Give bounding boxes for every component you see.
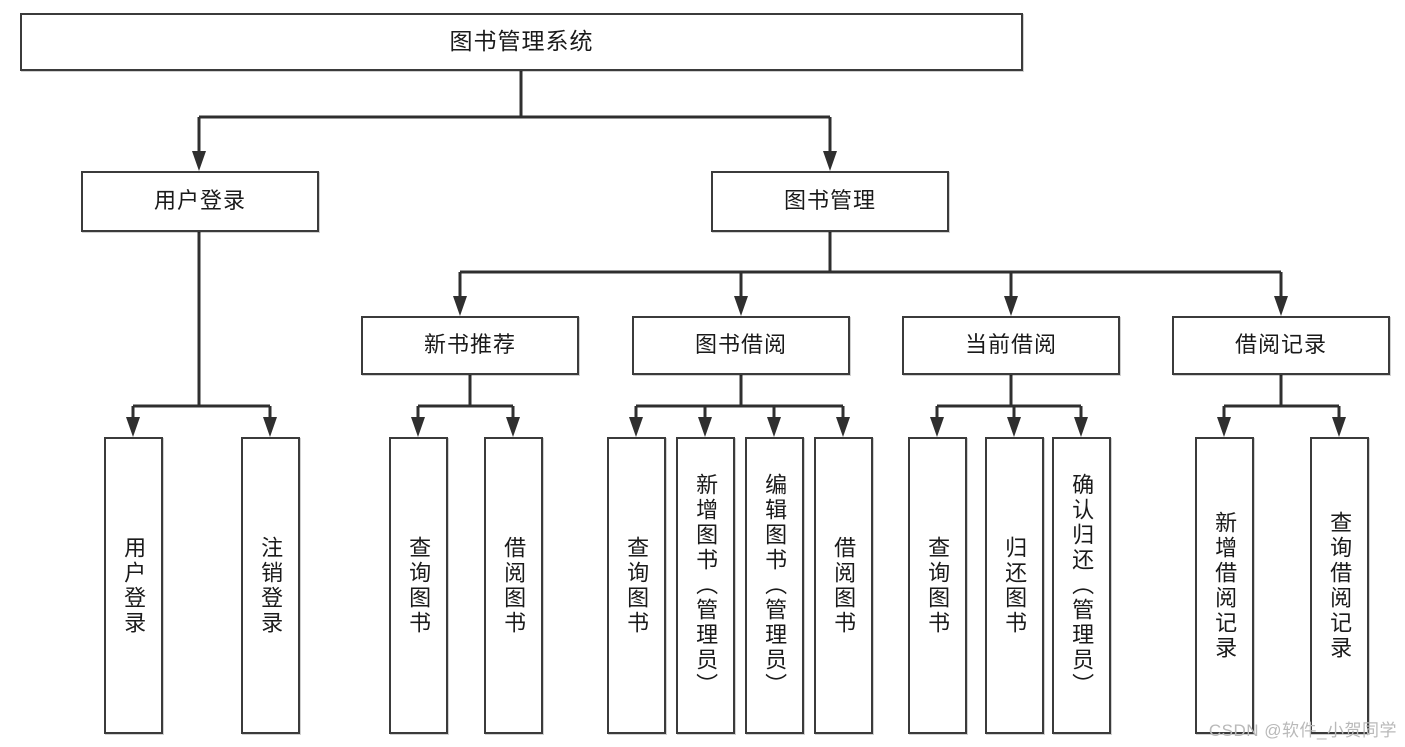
arrowhead-icon (411, 417, 425, 437)
arrowhead-icon (506, 417, 520, 437)
arrowhead-icon (698, 417, 712, 437)
node-book-manage[interactable]: 图书管理 (711, 171, 949, 232)
arrowhead-icon (930, 417, 944, 437)
arrowhead-icon (767, 417, 781, 437)
node-leaf-confirm-return[interactable]: 确认归还（管理员） (1052, 437, 1111, 734)
node-leaf-add-book[interactable]: 新增图书（管理员） (676, 437, 735, 734)
arrowhead-icon (1007, 417, 1021, 437)
node-label: 查询借阅记录 (1327, 510, 1353, 661)
node-leaf-user-logout[interactable]: 注销登录 (241, 437, 300, 734)
arrowhead-icon (823, 151, 837, 171)
node-label: 用户登录 (121, 535, 147, 636)
node-current-borrow[interactable]: 当前借阅 (902, 316, 1120, 375)
node-leaf-query-book-bb[interactable]: 查询图书 (607, 437, 666, 734)
arrowhead-icon (1004, 296, 1018, 316)
node-label: 确认归还（管理员） (1069, 473, 1095, 698)
node-label: 借阅图书 (831, 535, 857, 636)
node-label: 查询图书 (925, 535, 951, 636)
arrowhead-icon (1332, 417, 1346, 437)
node-label: 新增图书（管理员） (693, 473, 719, 698)
arrowhead-icon (1074, 417, 1088, 437)
node-label: 图书管理 (783, 188, 876, 214)
node-label: 新增借阅记录 (1212, 510, 1238, 661)
arrowhead-icon (836, 417, 850, 437)
node-leaf-user-login[interactable]: 用户登录 (104, 437, 163, 734)
node-user-login[interactable]: 用户登录 (81, 171, 319, 232)
node-leaf-query-record[interactable]: 查询借阅记录 (1310, 437, 1369, 734)
arrowhead-icon (263, 417, 277, 437)
arrowhead-icon (629, 417, 643, 437)
node-label: 借阅记录 (1234, 332, 1327, 358)
arrowhead-icon (192, 151, 206, 171)
node-label: 图书管理系统 (449, 28, 594, 55)
arrowhead-icon (1217, 417, 1231, 437)
node-label: 当前借阅 (964, 332, 1057, 358)
node-label: 编辑图书（管理员） (762, 473, 788, 698)
arrowhead-icon (734, 296, 748, 316)
node-borrow-record[interactable]: 借阅记录 (1172, 316, 1390, 375)
node-label: 归还图书 (1002, 535, 1028, 636)
node-leaf-query-book-nb[interactable]: 查询图书 (389, 437, 448, 734)
node-leaf-query-book-cb[interactable]: 查询图书 (908, 437, 967, 734)
arrowhead-icon (453, 296, 467, 316)
node-label: 图书借阅 (694, 332, 787, 358)
node-root[interactable]: 图书管理系统 (20, 13, 1023, 71)
arrowhead-icon (1274, 296, 1288, 316)
node-leaf-return-book[interactable]: 归还图书 (985, 437, 1044, 734)
node-label: 新书推荐 (423, 332, 516, 358)
node-book-borrow[interactable]: 图书借阅 (632, 316, 850, 375)
watermark-text: CSDN @软件_小贺同学 (1208, 721, 1397, 740)
node-leaf-borrow-book-bb[interactable]: 借阅图书 (814, 437, 873, 734)
node-leaf-borrow-book-nb[interactable]: 借阅图书 (484, 437, 543, 734)
node-label: 借阅图书 (501, 535, 527, 636)
node-leaf-edit-book[interactable]: 编辑图书（管理员） (745, 437, 804, 734)
node-label: 注销登录 (258, 535, 284, 636)
node-new-book-recommend[interactable]: 新书推荐 (361, 316, 579, 375)
node-label: 查询图书 (624, 535, 650, 636)
node-leaf-add-record[interactable]: 新增借阅记录 (1195, 437, 1254, 734)
node-label: 用户登录 (153, 188, 246, 214)
node-label: 查询图书 (406, 535, 432, 636)
arrowhead-icon (126, 417, 140, 437)
